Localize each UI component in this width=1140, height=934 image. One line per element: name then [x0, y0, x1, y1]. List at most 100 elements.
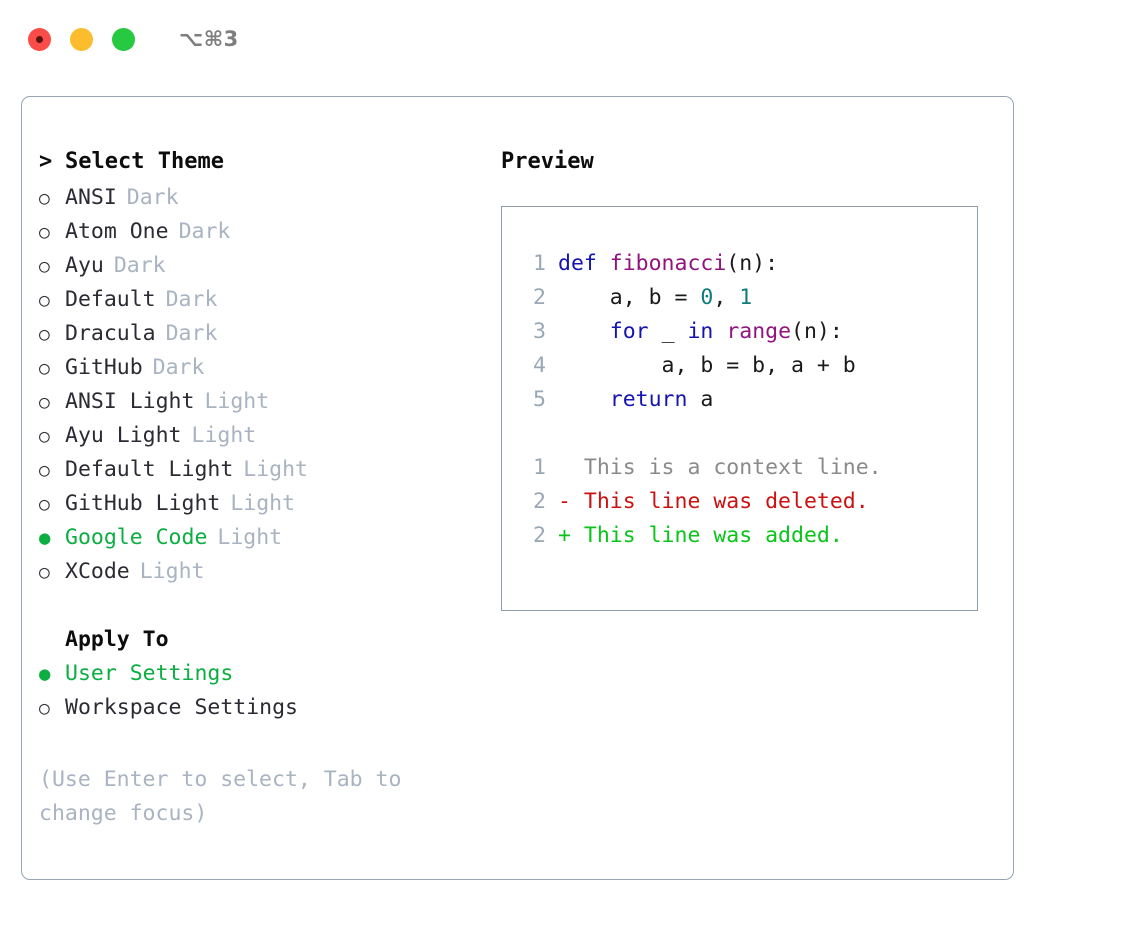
diff-line-number: 1 [533, 455, 546, 480]
apply-to-options: ● User Settings ○ Workspace Settings [39, 661, 479, 729]
code-line-content: a, b = b, a + b [558, 353, 856, 378]
minimize-button[interactable] [70, 27, 93, 51]
theme-name: Dracula [65, 321, 156, 346]
code-line: 3 for _ in range(n): [516, 319, 977, 353]
diff-sample: 1 This is a context line.2- This line wa… [516, 455, 977, 557]
theme-list-item[interactable]: ○ GitHub Dark [39, 355, 479, 389]
radio-unselected-icon[interactable]: ○ [39, 222, 50, 243]
code-line-content: for _ in range(n): [558, 319, 843, 344]
apply-to-option[interactable]: ● User Settings [39, 661, 479, 695]
code-token-txt [713, 319, 726, 344]
theme-list-item[interactable]: ● Google Code Light [39, 525, 479, 559]
radio-selected-icon[interactable]: ● [39, 663, 51, 685]
theme-variant-tag: Dark [165, 287, 218, 312]
code-line-content: def fibonacci(n): [558, 251, 778, 276]
code-token-txt: a [687, 387, 714, 412]
code-line-content: return a [558, 387, 714, 412]
radio-unselected-icon[interactable]: ○ [39, 256, 50, 277]
code-line-content: a, b = 0, 1 [558, 285, 752, 310]
theme-variant-tag: Light [243, 457, 309, 482]
radio-unselected-icon[interactable]: ○ [39, 188, 50, 209]
code-token-txt [558, 319, 610, 344]
code-token-kw: for [609, 319, 649, 344]
theme-variant-tag: Dark [113, 253, 166, 278]
theme-name: GitHub Light [65, 491, 221, 516]
apply-to-option[interactable]: ○ Workspace Settings [39, 695, 479, 729]
diff-line-content-del: - This line was deleted. [558, 489, 869, 514]
theme-name: Default [65, 287, 156, 312]
theme-variant-tag: Dark [165, 321, 218, 346]
code-token-txt: a, b = b, a + b [558, 353, 856, 378]
theme-variant-tag: Light [139, 559, 205, 584]
radio-unselected-icon[interactable]: ○ [39, 494, 50, 515]
theme-list-item[interactable]: ○ Default Dark [39, 287, 479, 321]
theme-name: ANSI Light [65, 389, 195, 414]
maximize-button[interactable] [112, 27, 135, 51]
window-title-shortcut: ⌥⌘3 [179, 27, 239, 51]
radio-unselected-icon[interactable]: ○ [39, 460, 50, 481]
radio-unselected-icon[interactable]: ○ [39, 358, 50, 379]
theme-variant-tag: Light [217, 525, 283, 550]
code-token-kw: def [558, 251, 610, 276]
code-line-number: 2 [533, 285, 546, 310]
code-token-kw: return [609, 387, 688, 412]
code-line-number: 4 [533, 353, 546, 378]
theme-name: XCode [65, 559, 130, 584]
theme-variant-tag: Dark [152, 355, 205, 380]
code-line: 2 a, b = 0, 1 [516, 285, 977, 319]
diff-line-content-ctx: This is a context line. [558, 455, 882, 480]
close-button[interactable] [28, 27, 51, 51]
apply-to-option-label: Workspace Settings [65, 695, 298, 720]
radio-selected-icon[interactable]: ● [39, 527, 51, 549]
radio-unselected-icon[interactable]: ○ [39, 290, 50, 311]
preview-title: Preview [501, 149, 594, 174]
diff-marker: + [558, 523, 584, 548]
title-bar: ⌥⌘3 [0, 0, 1140, 78]
keyboard-hint: (Use Enter to select, Tab to change focu… [39, 767, 402, 826]
code-line: 4 a, b = b, a + b [516, 353, 977, 387]
code-token-txt: a, b = [558, 285, 701, 310]
theme-list-item[interactable]: ○ Atom One Dark [39, 219, 479, 253]
theme-list-item[interactable]: ○ Dracula Dark [39, 321, 479, 355]
code-token-num: 0 [700, 285, 714, 310]
theme-name: GitHub [65, 355, 143, 380]
theme-variant-tag: Light [204, 389, 270, 414]
theme-variant-tag: Dark [178, 219, 231, 244]
theme-name: Ayu [65, 253, 104, 278]
theme-list-item[interactable]: ○ GitHub Light Light [39, 491, 479, 525]
theme-list-item[interactable]: ○ XCode Light [39, 559, 479, 593]
theme-variant-tag: Light [230, 491, 296, 516]
diff-text: This is a context line. [583, 455, 882, 480]
diff-text: This line was added. [583, 523, 843, 548]
diff-line: 2+ This line was added. [516, 523, 977, 557]
code-token-txt: (n): [726, 251, 779, 276]
apply-to-title: Apply To [65, 627, 169, 652]
theme-variant-tag: Dark [126, 185, 179, 210]
diff-line: 1 This is a context line. [516, 455, 977, 489]
radio-unselected-icon[interactable]: ○ [39, 426, 50, 447]
diff-marker [558, 455, 584, 480]
theme-list-item[interactable]: ○ ANSI Light Light [39, 389, 479, 423]
apply-to-option-label: User Settings [65, 661, 234, 686]
theme-name: Atom One [65, 219, 169, 244]
list-spacer [39, 593, 479, 627]
code-token-fn: range [726, 319, 792, 344]
radio-unselected-icon[interactable]: ○ [39, 562, 50, 583]
theme-name: Google Code [65, 525, 208, 550]
radio-unselected-icon[interactable]: ○ [39, 698, 50, 719]
diff-line: 2- This line was deleted. [516, 489, 977, 523]
theme-list-item[interactable]: ○ Ayu Dark [39, 253, 479, 287]
radio-unselected-icon[interactable]: ○ [39, 324, 50, 345]
prompt-caret-icon: > [39, 149, 53, 174]
code-token-kw: in [687, 319, 714, 344]
radio-unselected-icon[interactable]: ○ [39, 392, 50, 413]
